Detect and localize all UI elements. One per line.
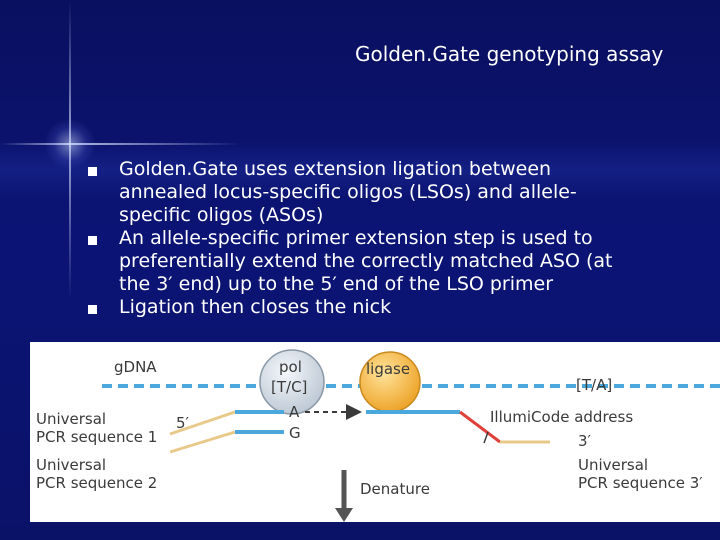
bullet-item: Golden.Gate uses extension ligation betw…	[88, 158, 688, 227]
allele-g-label: G	[289, 424, 301, 442]
universal1-line2: PCR sequence 1	[36, 428, 157, 446]
bullet-item: An allele-specific primer extension step…	[88, 227, 688, 296]
background-band	[0, 140, 720, 200]
denature-label: Denature	[360, 480, 430, 498]
illumicode-label: IllumiCode address	[490, 408, 633, 426]
bullet-line: Golden.Gate uses extension ligation betw…	[119, 158, 552, 180]
illumicode-strand	[459, 410, 501, 444]
goldengate-diagram: gDNA [T/A] pol [T/C] ligase Universal PC…	[36, 349, 720, 522]
bullet-list: Golden.Gate uses extension ligation betw…	[88, 158, 688, 319]
sparkle-horizontal	[0, 143, 240, 145]
sparkle-glow	[44, 118, 96, 170]
universal2-tail	[169, 430, 236, 454]
universal1-line1: Universal	[36, 410, 106, 428]
bullet-line: Ligation then closes the nick	[119, 296, 392, 318]
allele-a-label: A	[289, 403, 300, 421]
bullet-line: preferentially extend the correctly matc…	[119, 250, 613, 272]
bullet-square-icon	[88, 236, 97, 245]
bullet-square-icon	[88, 167, 97, 176]
bullet-line: the 3′ end) up to the 5′ end of the LSO …	[119, 273, 554, 295]
denature-arrow-head	[335, 508, 353, 522]
polymerase-circle	[259, 349, 325, 415]
gdna-label: gDNA	[114, 358, 157, 376]
ligase-label: ligase	[366, 360, 410, 378]
goldengate-figure: gDNA [T/A] pol [T/C] ligase Universal PC…	[30, 342, 720, 522]
slide-title: Golden.Gate genotyping assay	[355, 42, 664, 66]
bullet-square-icon	[88, 305, 97, 314]
universal2-line1: Universal	[36, 456, 106, 474]
illumicode-tick	[483, 431, 489, 444]
universal3-line1: Universal	[578, 456, 648, 474]
three-prime-label: 3′	[578, 432, 592, 450]
universal3-line2: PCR sequence 3′	[578, 474, 703, 492]
pol-allele-label: [T/C]	[271, 378, 307, 396]
bullet-item: Ligation then closes the nick	[88, 296, 688, 319]
pol-label: pol	[279, 358, 302, 376]
bullet-line: specific oligos (ASOs)	[119, 204, 324, 226]
universal2-line2: PCR sequence 2	[36, 474, 157, 492]
bullet-line: annealed locus-specific oligos (LSOs) an…	[119, 181, 577, 203]
ta-allele-label: [T/A]	[576, 376, 612, 394]
bullet-line: An allele-specific primer extension step…	[119, 227, 593, 249]
universal1-tail	[169, 410, 236, 436]
